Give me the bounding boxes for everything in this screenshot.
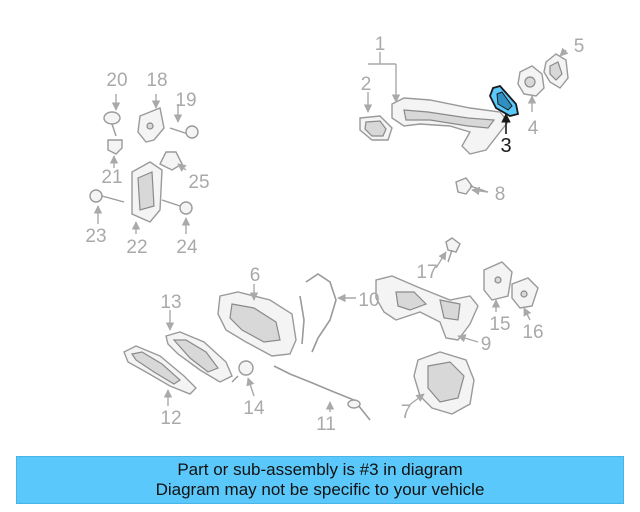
callout-13[interactable]: 13 xyxy=(160,292,181,313)
part-4-escutcheon[interactable] xyxy=(517,65,545,97)
part-24-screw[interactable] xyxy=(161,199,193,215)
banner-line-part-number: Part or sub-assembly is #3 in diagram xyxy=(177,460,463,479)
callout-7[interactable]: 7 xyxy=(401,402,412,423)
callout-6[interactable]: 6 xyxy=(250,265,261,286)
part-3-handle-cover-highlighted[interactable] xyxy=(489,84,520,117)
part-25-grommet[interactable] xyxy=(159,151,183,171)
banner-line-disclaimer: Diagram may not be specific to your vehi… xyxy=(155,480,485,499)
part-18-bracket[interactable] xyxy=(137,107,165,143)
callout-19[interactable]: 19 xyxy=(175,90,196,111)
leader-lines xyxy=(93,47,569,412)
part-10-cable[interactable] xyxy=(299,273,337,353)
callout-22[interactable]: 22 xyxy=(126,237,147,258)
callout-23[interactable]: 23 xyxy=(85,226,106,247)
callout-4[interactable]: 4 xyxy=(528,118,539,139)
part-14-screw[interactable] xyxy=(231,360,254,383)
callout-3-highlighted[interactable]: 3 xyxy=(500,135,511,157)
callout-8[interactable]: 8 xyxy=(495,184,506,205)
callout-labels: 1 2 3 4 5 8 20 18 19 21 25 23 22 24 6 10… xyxy=(85,34,584,435)
part-11-cable[interactable] xyxy=(273,365,371,421)
callout-15[interactable]: 15 xyxy=(489,314,510,335)
part-7-door-latch[interactable] xyxy=(413,351,475,415)
part-6-inner-handle-frame[interactable] xyxy=(217,291,297,357)
exploded-parts-diagram: 1 2 3 4 5 8 20 18 19 21 25 23 22 24 6 10… xyxy=(85,34,584,435)
callout-10[interactable]: 10 xyxy=(358,290,379,311)
part-1-outer-handle[interactable] xyxy=(391,97,509,155)
callout-1[interactable]: 1 xyxy=(375,34,386,55)
callout-24[interactable]: 24 xyxy=(176,237,198,258)
callout-25[interactable]: 25 xyxy=(188,172,209,193)
part-17-bolt[interactable] xyxy=(445,237,461,263)
part-16-striker-shim[interactable] xyxy=(511,277,539,309)
part-13-handle-bezel[interactable] xyxy=(165,331,233,383)
part-23-screw[interactable] xyxy=(89,189,125,203)
part-9-lock-rod-assembly[interactable] xyxy=(375,275,479,341)
callout-2[interactable]: 2 xyxy=(361,74,372,95)
part-12-inner-handle[interactable] xyxy=(123,345,197,395)
callout-16[interactable]: 16 xyxy=(522,322,543,343)
part-22-actuator[interactable] xyxy=(131,161,163,223)
part-19-bolt[interactable] xyxy=(169,125,199,139)
callout-5[interactable]: 5 xyxy=(574,36,585,57)
callout-20[interactable]: 20 xyxy=(106,70,127,91)
info-banner: Part or sub-assembly is #3 in diagram Di… xyxy=(16,456,624,504)
part-2-handle-gasket[interactable] xyxy=(359,115,393,141)
callout-17[interactable]: 17 xyxy=(416,262,437,283)
callout-12[interactable]: 12 xyxy=(160,408,181,429)
callout-14[interactable]: 14 xyxy=(243,398,265,419)
part-15-striker-plate[interactable] xyxy=(483,261,513,301)
callout-9[interactable]: 9 xyxy=(481,334,492,355)
part-20-bolt[interactable] xyxy=(103,111,121,137)
callout-18[interactable]: 18 xyxy=(146,70,167,91)
callout-11[interactable]: 11 xyxy=(316,414,336,435)
part-5-key-cylinder-cap[interactable] xyxy=(543,53,569,89)
callout-21[interactable]: 21 xyxy=(101,167,122,188)
part-21-cap[interactable] xyxy=(107,139,123,155)
